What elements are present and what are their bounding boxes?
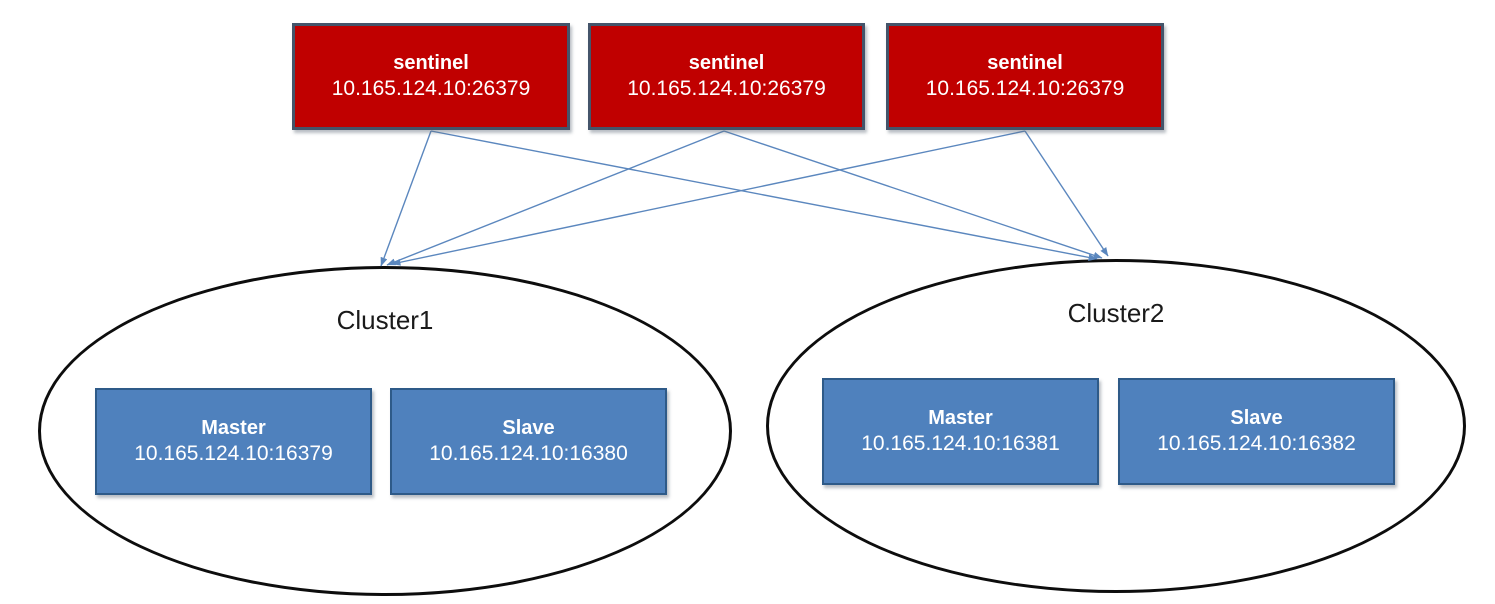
- arrow-sentinel2-to-cluster1: [386, 130, 725, 266]
- sentinel-box-1: sentinel 10.165.124.10:26379: [292, 23, 570, 130]
- cluster2-ellipse: Cluster2 Master 10.165.124.10:16381 Slav…: [766, 259, 1466, 593]
- sentinel-1-title: sentinel: [393, 52, 469, 75]
- cluster1-master-box: Master 10.165.124.10:16379: [95, 388, 372, 495]
- sentinel-1-address: 10.165.124.10:26379: [331, 77, 531, 101]
- sentinel-2-title: sentinel: [688, 52, 765, 75]
- cluster1-slave-address: 10.165.124.10:16380: [429, 442, 628, 466]
- sentinel-2-address: 10.165.124.10:26379: [627, 77, 826, 101]
- sentinel-box-2: sentinel 10.165.124.10:26379: [588, 23, 865, 130]
- cluster1-ellipse: Cluster1 Master 10.165.124.10:16379 Slav…: [38, 266, 732, 596]
- cluster2-master-box: Master 10.165.124.10:16381: [822, 378, 1099, 485]
- cluster2-slave-box: Slave 10.165.124.10:16382: [1118, 378, 1395, 485]
- cluster2-master-address: 10.165.124.10:16381: [861, 432, 1060, 456]
- sentinel-3-address: 10.165.124.10:26379: [925, 77, 1125, 101]
- cluster2-slave-role: Slave: [1230, 407, 1283, 430]
- arrow-sentinel1-to-cluster1: [380, 130, 432, 267]
- cluster2-master-role: Master: [928, 407, 993, 430]
- cluster1-label: Cluster1: [336, 305, 434, 335]
- arrow-sentinel1-to-cluster2: [430, 130, 1098, 261]
- arrow-sentinel2-to-cluster2: [723, 130, 1103, 259]
- cluster2-label: Cluster2: [1067, 298, 1165, 328]
- sentinel-box-3: sentinel 10.165.124.10:26379: [886, 23, 1164, 130]
- cluster1-slave-box: Slave 10.165.124.10:16380: [390, 388, 667, 495]
- cluster2-slave-address: 10.165.124.10:16382: [1157, 432, 1356, 456]
- arrow-sentinel3-to-cluster2: [1024, 130, 1109, 257]
- cluster1-master-address: 10.165.124.10:16379: [134, 442, 333, 466]
- cluster1-master-role: Master: [201, 417, 266, 440]
- sentinel-3-title: sentinel: [987, 52, 1063, 75]
- cluster1-slave-role: Slave: [502, 417, 555, 440]
- arrow-sentinel3-to-cluster1: [391, 130, 1026, 266]
